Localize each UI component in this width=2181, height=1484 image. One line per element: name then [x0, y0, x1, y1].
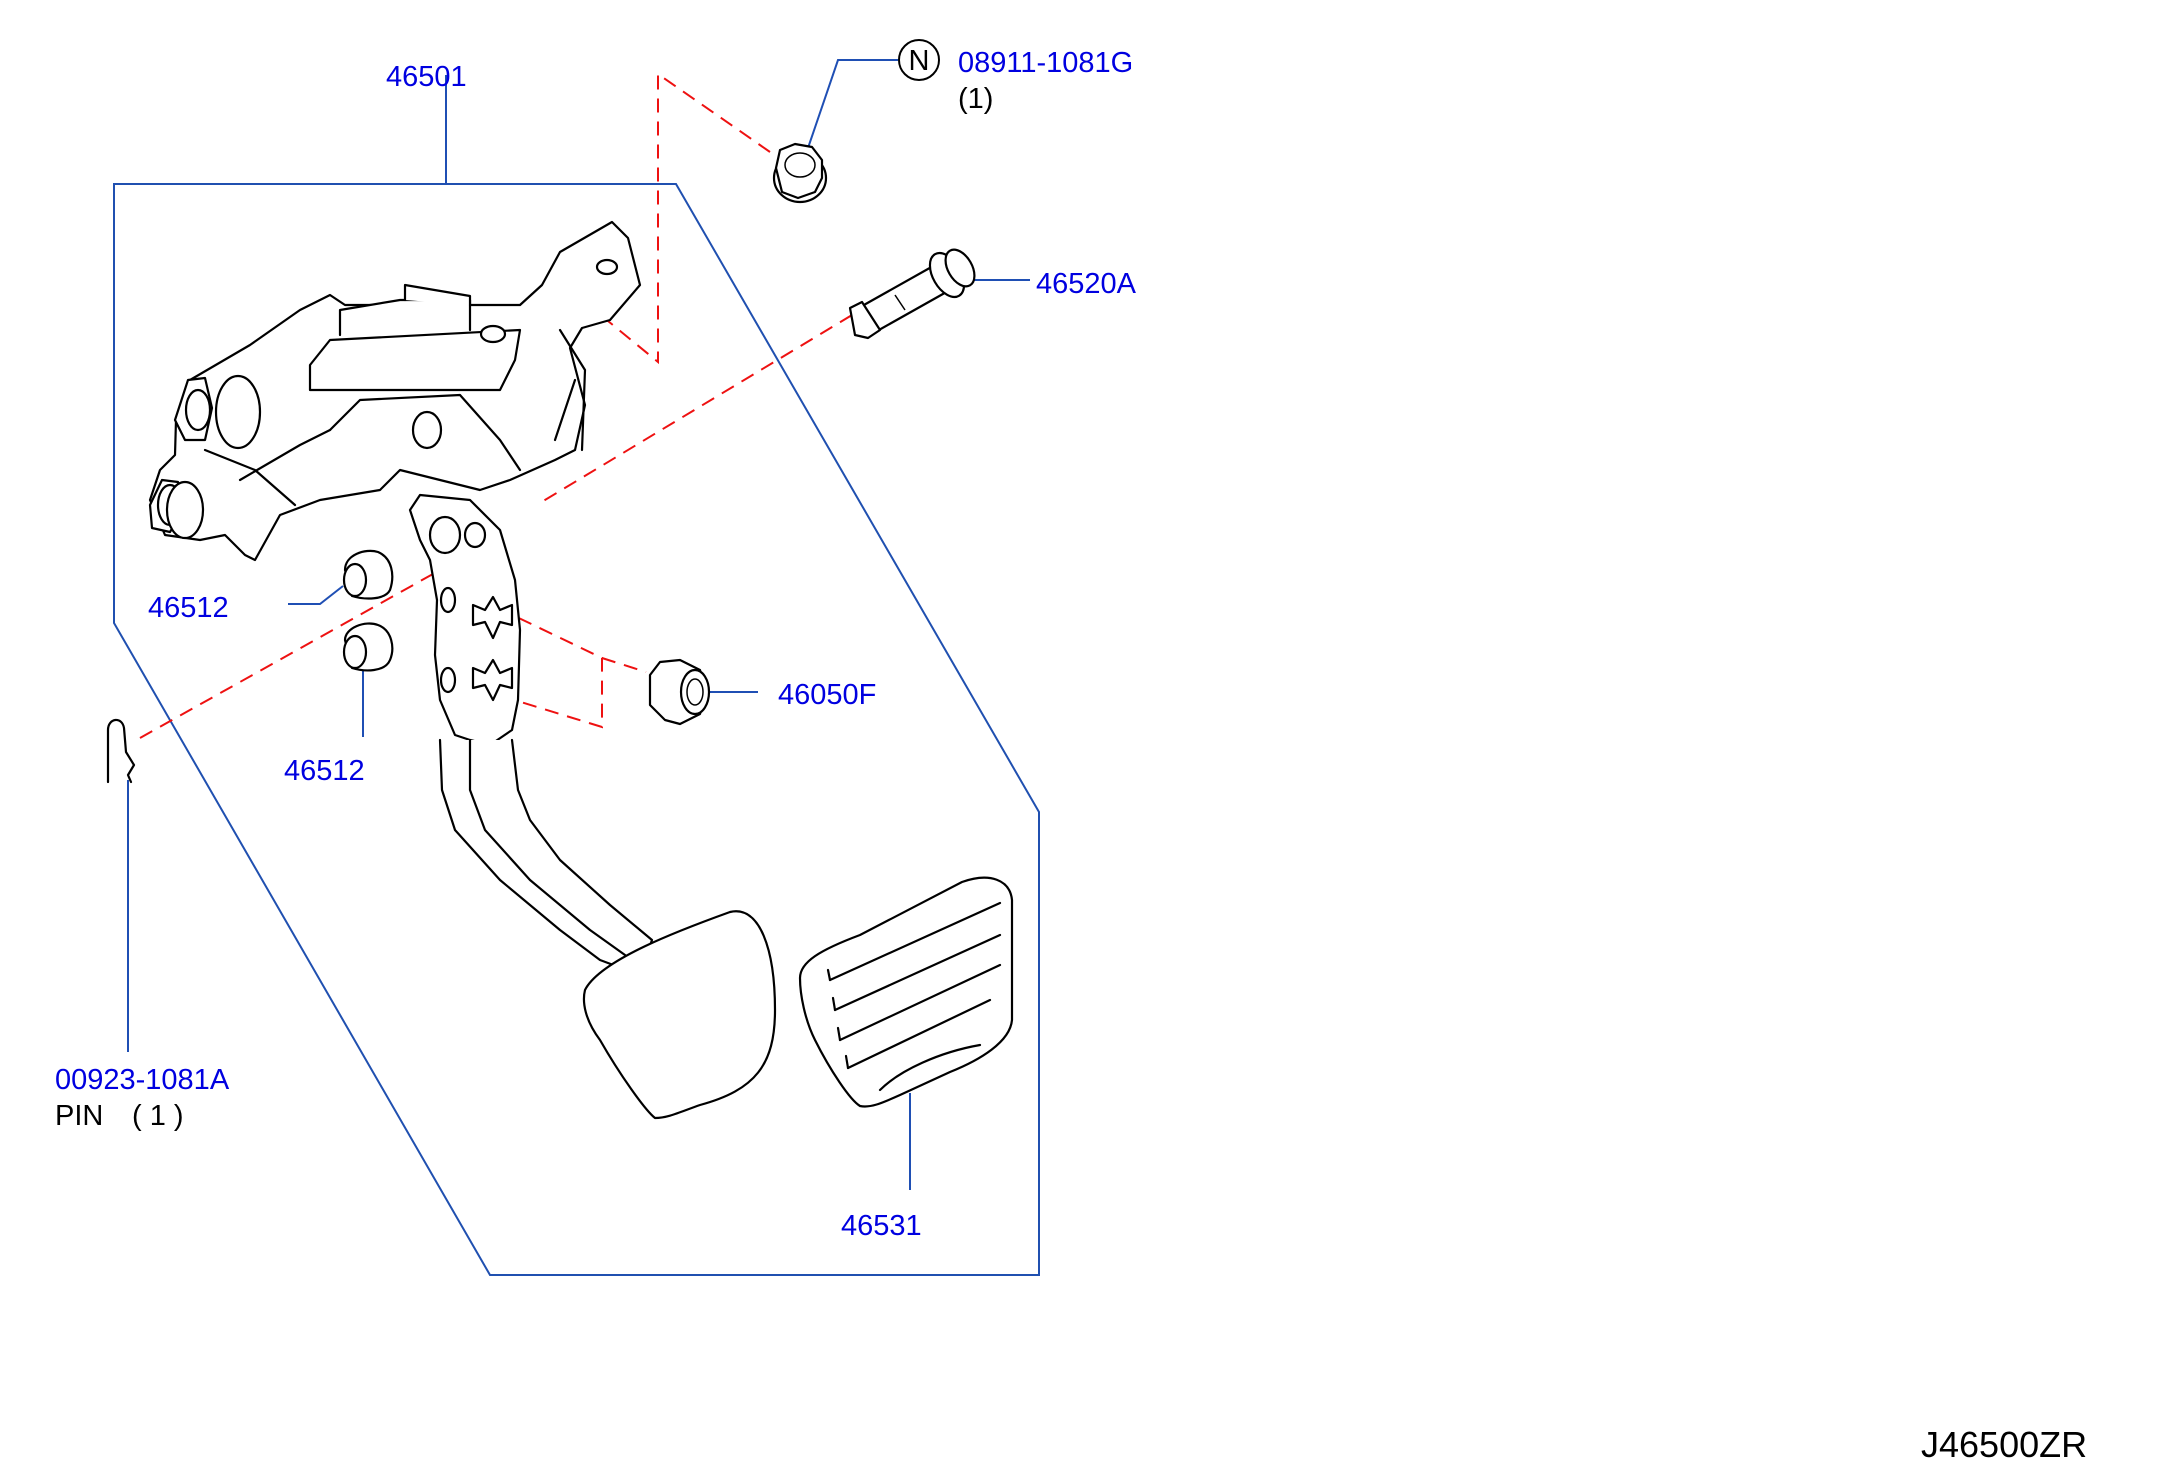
pedal-bracket-drawing: [148, 220, 777, 1120]
label-00923-1081a[interactable]: 00923-1081A: [55, 1064, 230, 1096]
leader-lines: [127, 59, 1030, 1190]
switch-bushing-drawing: [648, 658, 711, 726]
label-pin-name: PIN: [55, 1100, 103, 1132]
label-46520a[interactable]: 46520A: [1036, 268, 1137, 300]
clevis-pin-drawing: [848, 248, 976, 340]
label-46501[interactable]: 46501: [386, 61, 467, 93]
clip-pin-drawing: [106, 718, 136, 784]
flange-nut-drawing: [772, 142, 828, 204]
assembly-dashed-lines: [139, 72, 853, 739]
label-46512-bottom[interactable]: 46512: [284, 755, 365, 787]
drawing-code: J46500ZR: [1921, 1424, 2087, 1465]
label-pin-qty: ( 1 ): [132, 1100, 184, 1132]
assembly-boundary: [113, 183, 1040, 1276]
label-46050f[interactable]: 46050F: [778, 679, 876, 711]
n-badge-circle: [898, 39, 940, 81]
n-badge-letter: N: [909, 45, 930, 77]
stopper-bottom-drawing: [342, 622, 394, 672]
label-nut-qty: (1): [958, 83, 993, 115]
label-08911-1081g[interactable]: 08911-1081G: [958, 47, 1133, 79]
label-46512-top[interactable]: 46512: [148, 592, 229, 624]
label-46531[interactable]: 46531: [841, 1210, 922, 1242]
pedal-pad-rubber-drawing: [798, 876, 1014, 1108]
stopper-top-drawing: [342, 549, 394, 600]
